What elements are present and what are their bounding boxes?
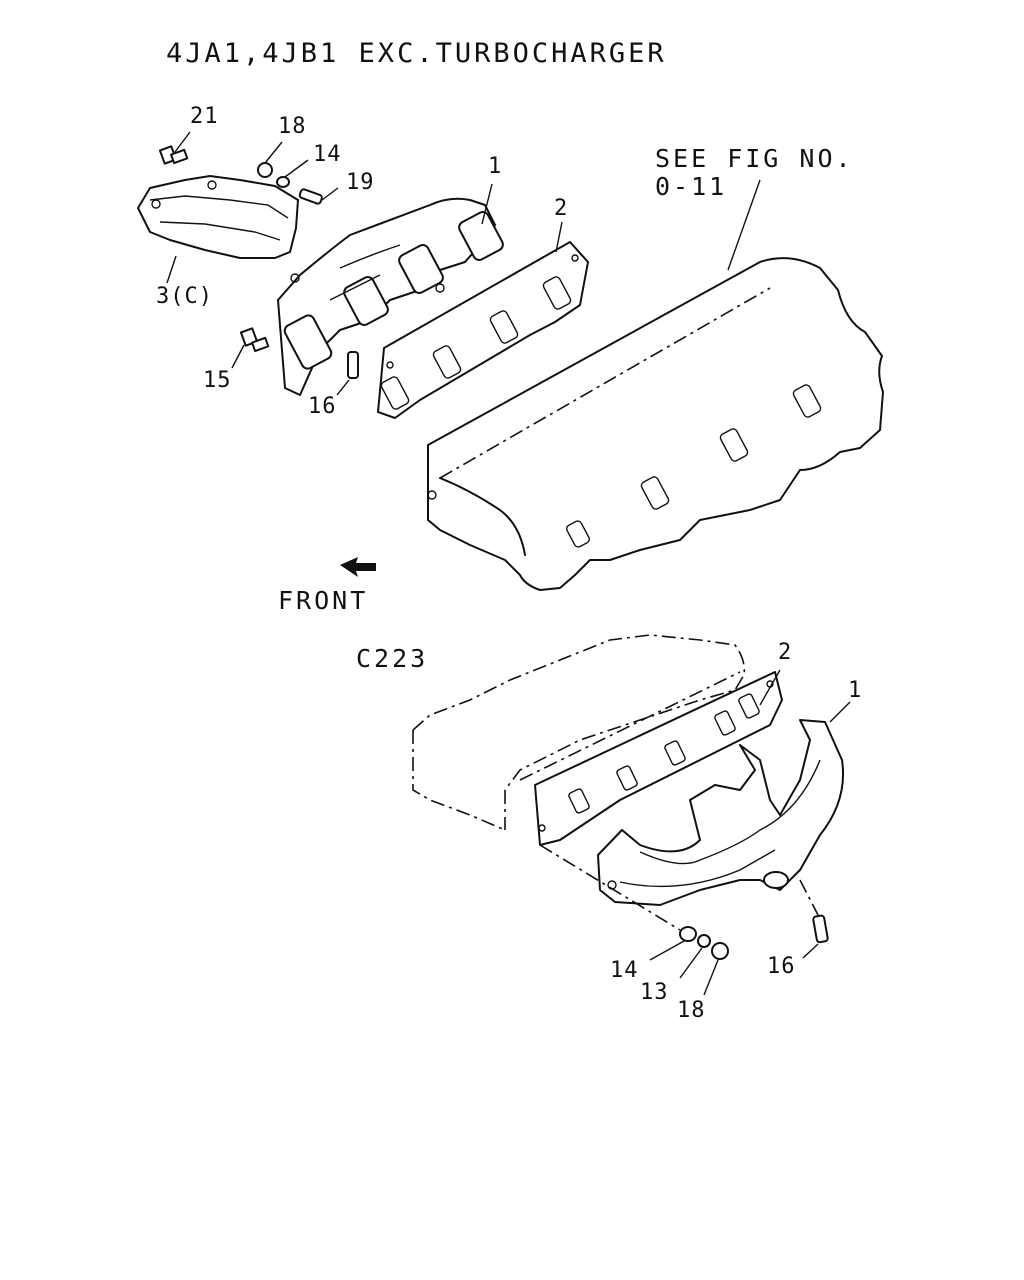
bolt-21 <box>158 145 189 165</box>
callout-16-lower: 16 <box>767 954 796 979</box>
callout-1-upper: 1 <box>488 154 503 179</box>
front-label: FRONT <box>278 586 369 615</box>
front-arrow <box>340 557 376 577</box>
manifold-gasket-upper <box>377 241 589 419</box>
heat-shield <box>137 175 299 259</box>
section-label: C223 <box>356 644 429 673</box>
washer-14-lower <box>679 926 697 942</box>
manifold-gasket-lower <box>534 671 783 846</box>
cylinder-head-upper <box>427 257 884 591</box>
callout-15: 15 <box>203 368 232 393</box>
lower-assembly <box>412 634 851 996</box>
washer-14-upper <box>276 176 290 188</box>
bolt-15 <box>239 327 270 353</box>
diagram-title: 4JA1,4JB1 EXC.TURBOCHARGER <box>166 38 667 69</box>
see-fig-line-1: SEE FIG NO. <box>655 144 854 173</box>
upper-assembly <box>137 131 884 591</box>
see-fig-line-2: 0-11 <box>655 172 728 201</box>
callout-14-upper: 14 <box>313 142 342 167</box>
callout-1-lower: 1 <box>848 678 863 703</box>
exhaust-manifold-lower <box>597 719 845 906</box>
stud-16-upper <box>347 351 359 379</box>
callout-16-upper: 16 <box>308 394 337 419</box>
stud-19 <box>298 188 323 205</box>
callout-19: 19 <box>346 170 375 195</box>
nut-18-upper <box>257 162 273 178</box>
spring-washer-13 <box>697 934 711 948</box>
callout-21: 21 <box>190 104 219 129</box>
nut-18-lower <box>711 942 729 960</box>
callout-18-lower: 18 <box>677 998 706 1023</box>
callout-18-upper: 18 <box>278 114 307 139</box>
cylinder-head-lower <box>412 634 746 831</box>
callout-2-upper: 2 <box>554 196 569 221</box>
callout-2-lower: 2 <box>778 640 793 665</box>
callout-13: 13 <box>640 980 669 1005</box>
stud-16-lower <box>812 914 829 944</box>
callout-14-lower: 14 <box>610 958 639 983</box>
callout-3c: 3(C) <box>156 284 213 309</box>
exhaust-manifold-upper <box>277 197 504 396</box>
